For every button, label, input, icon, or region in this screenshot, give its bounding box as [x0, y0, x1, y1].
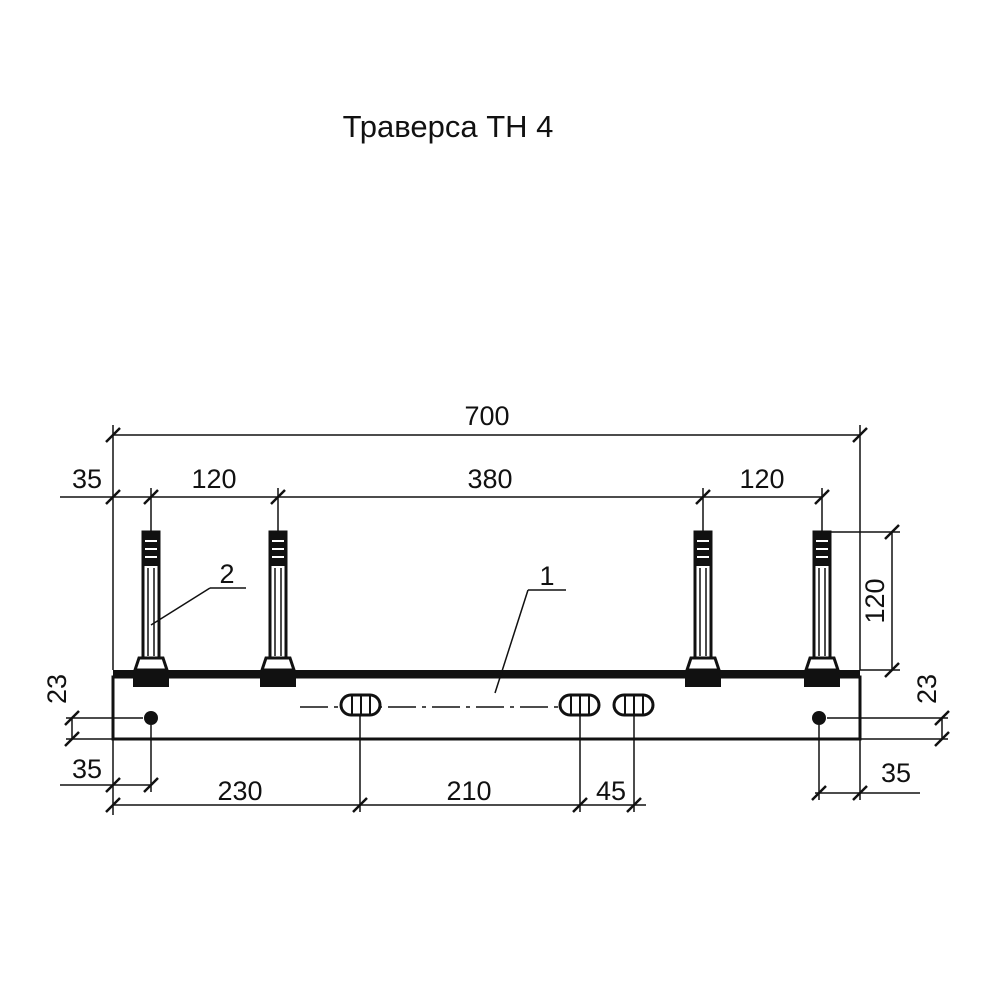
- anchor-bolt: [803, 530, 841, 687]
- dim-right-offset-bottom: 35: [881, 758, 911, 788]
- leader-lines: [150, 587, 566, 694]
- anchor-bolt: [684, 530, 722, 687]
- dim-bolt-height: 120: [860, 578, 890, 623]
- dim-hole-offset-left: 23: [42, 674, 72, 704]
- drawing-title: Траверса ТН 4: [343, 109, 554, 144]
- end-hole-left: [144, 711, 158, 725]
- dim-pitch-left: 120: [191, 464, 236, 494]
- callout-beam: 1: [539, 561, 554, 591]
- dim-hole-offset-right: 23: [912, 674, 942, 704]
- traverse-beam: [111, 670, 862, 741]
- dim-slot-spacing: 210: [446, 776, 491, 806]
- oval-slot: [558, 693, 601, 717]
- dimension-ticks: [64, 427, 950, 813]
- dim-pitch-middle: 380: [467, 464, 512, 494]
- end-hole-right: [812, 711, 826, 725]
- dim-slot-1-position: 230: [217, 776, 262, 806]
- callout-bolt: 2: [219, 559, 234, 589]
- dim-pitch-right: 120: [739, 464, 784, 494]
- dim-left-offset-bottom: 35: [72, 754, 102, 784]
- oval-slot: [612, 693, 655, 717]
- dim-slot-pair-spacing: 45: [596, 776, 626, 806]
- dimension-lines: [60, 434, 943, 806]
- oval-slot: [339, 693, 382, 717]
- dim-total-length: 700: [464, 401, 509, 431]
- anchor-bolt: [259, 530, 297, 687]
- dim-left-offset-top: 35: [72, 464, 102, 494]
- anchor-bolt: [132, 530, 170, 687]
